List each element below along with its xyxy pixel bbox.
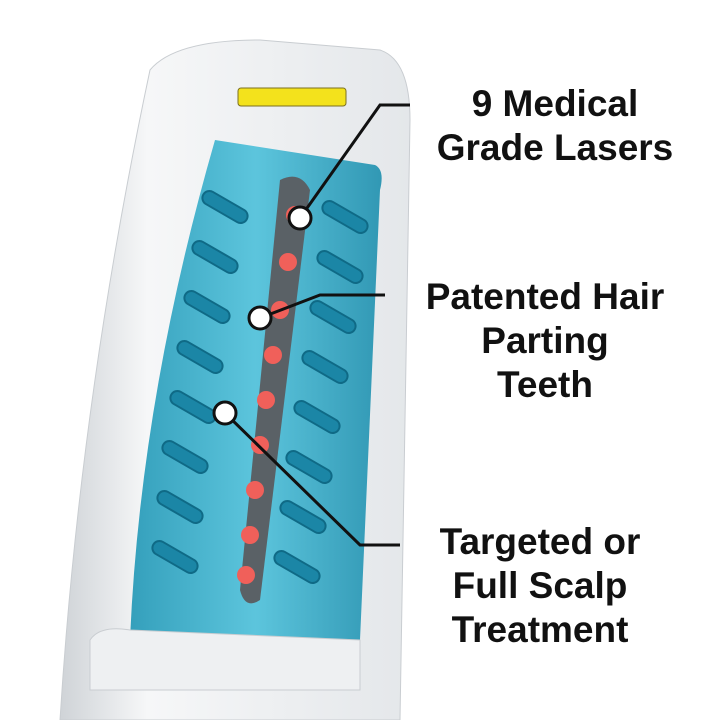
callout-line: Grade Lasers [436, 127, 674, 168]
callout-markers [212, 205, 313, 426]
laser-diodes [237, 206, 304, 584]
callout-lines [223, 103, 410, 547]
callout-teeth: Patented Hair Parting Teeth [390, 275, 700, 407]
callout-line: Targeted or [439, 521, 641, 562]
callout-line: Treatment [451, 609, 629, 650]
callout-treatment: Targeted or Full Scalp Treatment [405, 520, 675, 652]
callout-lasers: 9 Medical Grade Lasers [410, 82, 700, 170]
callout-line: Parting [481, 320, 609, 361]
laser-warning-label [237, 87, 347, 107]
callout-line: Teeth [497, 364, 593, 405]
callout-line: Full Scalp [452, 565, 628, 606]
callout-line: Patented Hair [425, 276, 665, 317]
base-rim [89, 628, 361, 691]
comb-teeth [151, 190, 369, 584]
callout-line: 9 Medical [471, 83, 639, 124]
